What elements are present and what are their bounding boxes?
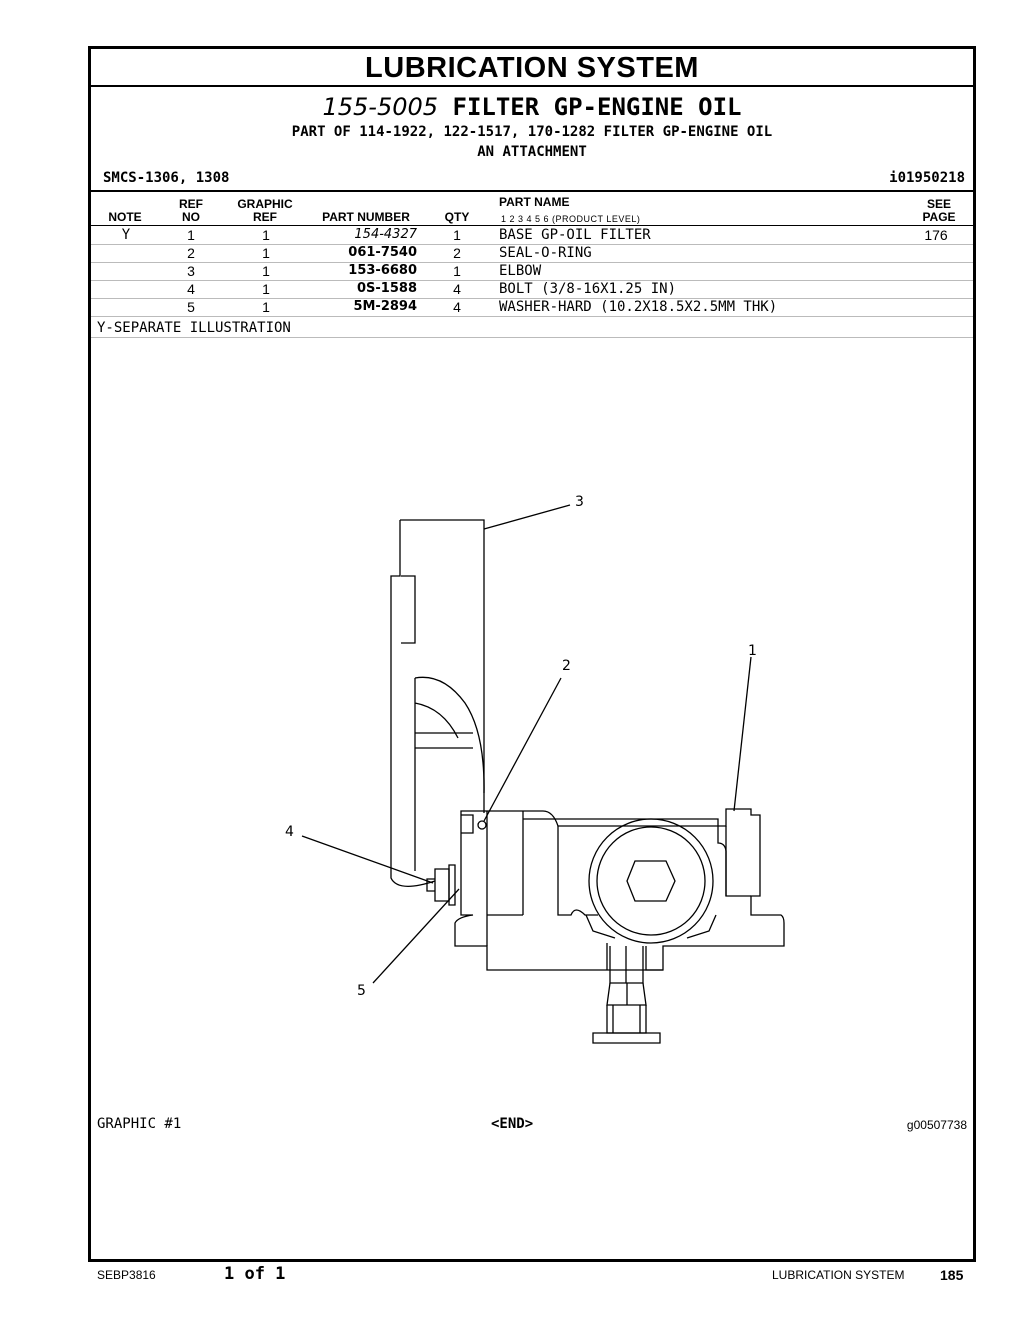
group-number: 155-5005 xyxy=(322,93,439,121)
footer-page-number: 185 xyxy=(940,1267,964,1283)
col-see-top: SEE xyxy=(926,197,951,211)
col-ref-top: REF xyxy=(179,197,203,211)
row-part-number: 061-7540 xyxy=(348,245,417,260)
col-ref-bottom: NO xyxy=(182,210,200,224)
row-graphic: 1 xyxy=(262,281,270,297)
table-row: 3 1 153-6680 1 ELBOW xyxy=(91,262,973,281)
row-ref: 4 xyxy=(187,281,195,297)
table-row: 2 1 061-7540 2 SEAL-O-RING xyxy=(91,244,973,263)
row-note: Y xyxy=(121,227,131,243)
col-part-name: PART NAME xyxy=(499,195,570,209)
callout-1: 1 xyxy=(748,643,757,659)
row-part-number: 5M-2894 xyxy=(353,299,417,314)
page-frame: LUBRICATION SYSTEM 155-5005 FILTER GP-EN… xyxy=(88,46,976,1262)
group-heading: 155-5005 FILTER GP-ENGINE OIL xyxy=(91,93,973,121)
separate-illustration-note: Y-SEPARATE ILLUSTRATION xyxy=(97,320,291,336)
row-part-name: ELBOW xyxy=(499,263,542,279)
row-part-number: 154-4327 xyxy=(354,227,417,242)
product-level-scale: 1 2 3 4 5 6 (PRODUCT LEVEL) xyxy=(501,214,641,224)
table-row: 5 1 5M-2894 4 WASHER-HARD (10.2X18.5X2.5… xyxy=(91,298,973,317)
header-rule-bottom xyxy=(91,225,973,226)
col-see-bottom: PAGE xyxy=(922,210,956,224)
col-graphic-bottom: REF xyxy=(253,210,277,224)
row-qty: 1 xyxy=(453,227,461,243)
row-graphic: 1 xyxy=(262,245,270,261)
section-title: LUBRICATION SYSTEM xyxy=(91,49,973,87)
row-part-name: WASHER-HARD (10.2X18.5X2.5MM THK) xyxy=(499,299,778,315)
attachment-line: AN ATTACHMENT xyxy=(477,144,587,160)
smcs-code: SMCS-1306, 1308 xyxy=(103,170,230,186)
header-rule-top xyxy=(91,190,973,192)
row-see-page: 176 xyxy=(924,227,948,243)
row-graphic: 1 xyxy=(262,263,270,279)
footer-doc-id: SEBP3816 xyxy=(97,1268,156,1282)
callout-3: 3 xyxy=(575,494,584,510)
part-of-line: PART OF 114-1922, 122-1517, 170-1282 FIL… xyxy=(291,124,773,140)
row-qty: 1 xyxy=(453,263,461,279)
row-part-number: 0S-1588 xyxy=(357,281,417,296)
table-row: Y 1 1 154-4327 1 BASE GP-OIL FILTER 176 xyxy=(91,226,973,245)
row-part-number: 153-6680 xyxy=(348,263,417,278)
footer-section: LUBRICATION SYSTEM xyxy=(772,1268,905,1282)
callout-4: 4 xyxy=(285,824,294,840)
row-qty: 4 xyxy=(453,281,461,297)
col-note: NOTE xyxy=(108,210,142,224)
callout-5: 5 xyxy=(357,983,366,999)
table-row: 4 1 0S-1588 4 BOLT (3/8-16X1.25 IN) xyxy=(91,280,973,299)
row-ref: 1 xyxy=(187,227,195,243)
graphic-label: GRAPHIC #1 xyxy=(97,1116,182,1132)
col-part-number: PART NUMBER xyxy=(322,210,410,224)
col-graphic-top: GRAPHIC xyxy=(237,197,293,211)
callout-2: 2 xyxy=(562,658,571,674)
note-rule xyxy=(91,337,973,338)
row-ref: 3 xyxy=(187,263,195,279)
graphic-id: g00507738 xyxy=(906,1118,967,1132)
row-part-name: BOLT (3/8-16X1.25 IN) xyxy=(499,281,677,297)
footer-page-of: 1 of 1 xyxy=(224,1264,286,1284)
row-qty: 2 xyxy=(453,245,461,261)
row-graphic: 1 xyxy=(262,227,270,243)
group-name: FILTER GP-ENGINE OIL xyxy=(452,93,742,121)
row-ref: 5 xyxy=(187,299,195,315)
row-graphic: 1 xyxy=(262,299,270,315)
row-ref: 2 xyxy=(187,245,195,261)
end-marker: <END> xyxy=(491,1116,534,1132)
illustration-id: i01950218 xyxy=(889,170,965,186)
row-part-name: BASE GP-OIL FILTER xyxy=(499,227,651,243)
oil-filter-illustration: 3 2 1 4 5 xyxy=(285,494,785,1044)
col-qty: QTY xyxy=(444,210,470,224)
row-part-name: SEAL-O-RING xyxy=(499,245,592,261)
row-qty: 4 xyxy=(453,299,461,315)
